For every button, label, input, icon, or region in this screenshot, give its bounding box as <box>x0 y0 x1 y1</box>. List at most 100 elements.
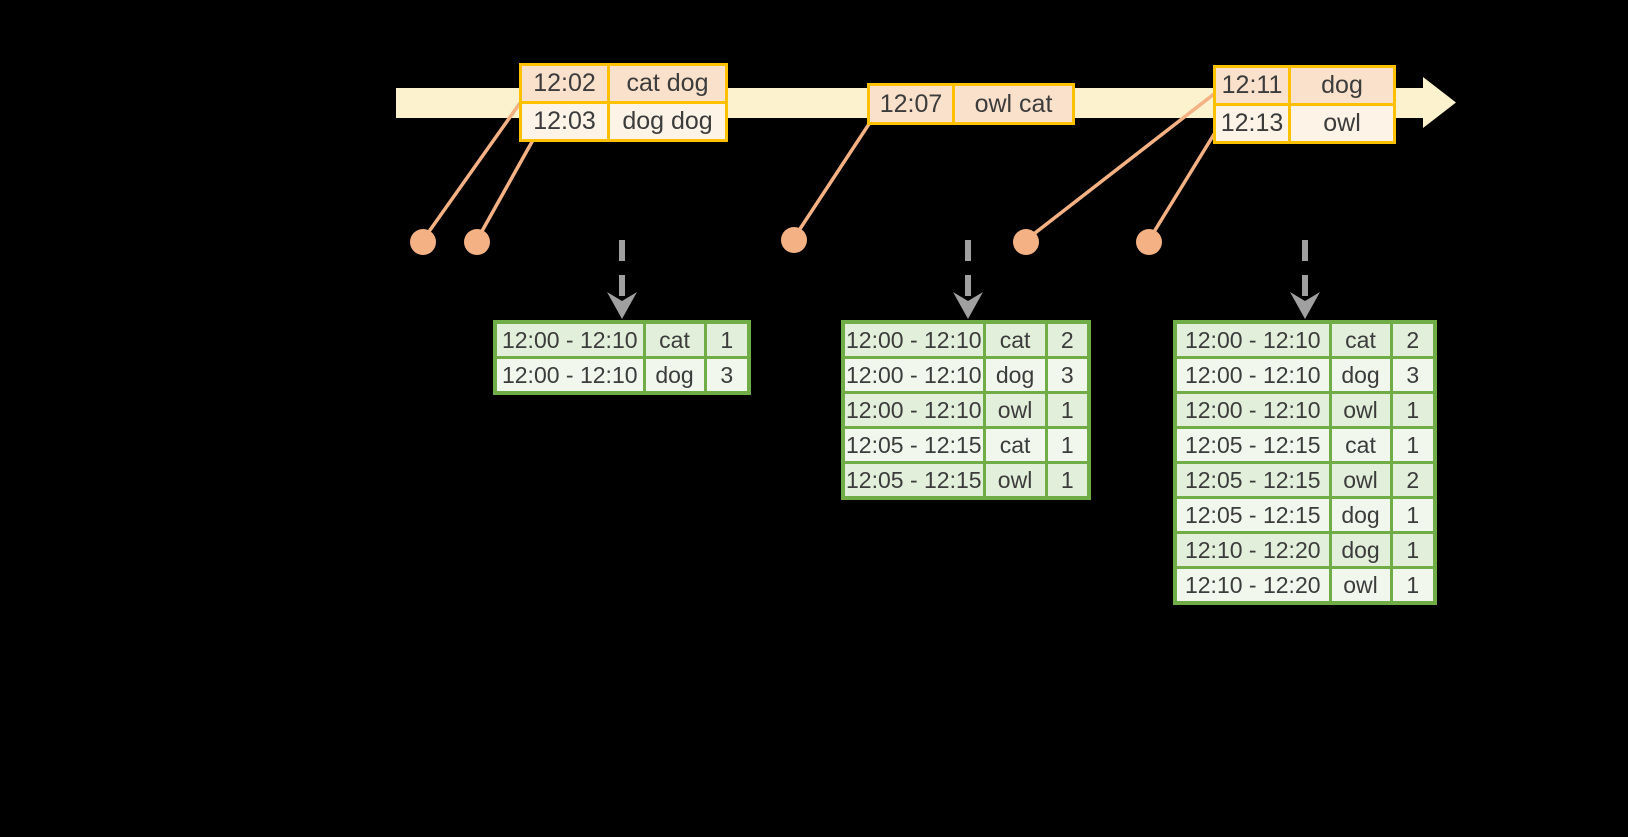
word-cell: cat <box>982 426 1048 464</box>
count-cell: 1 <box>1044 461 1091 500</box>
window-cell: 12:05 - 12:15 <box>1173 426 1332 464</box>
word-cell: owl <box>982 391 1048 429</box>
count-cell: 3 <box>1389 356 1437 394</box>
count-cell: 1 <box>1044 391 1091 429</box>
event-dots <box>410 227 1162 255</box>
count-cell: 3 <box>703 356 751 395</box>
count-cell: 3 <box>1044 356 1091 394</box>
count-cell: 1 <box>1389 391 1437 429</box>
window-cell: 12:00 - 12:10 <box>1173 391 1332 429</box>
trigger-arrows <box>607 240 1320 319</box>
trigger-arrow <box>953 240 983 319</box>
time-cell: 12:07 <box>867 83 955 125</box>
trigger-arrowhead-icon <box>1290 292 1320 319</box>
word-cell: dog <box>1328 531 1393 569</box>
window-cell: 12:00 - 12:10 <box>493 356 646 395</box>
time-cell: 12:11 <box>1213 65 1291 106</box>
count-cell: 2 <box>1389 320 1437 359</box>
word-cell: owl <box>1328 461 1393 499</box>
event-dot <box>410 229 436 255</box>
event-connectors <box>421 92 1218 242</box>
event-dot <box>781 227 807 253</box>
count-cell: 1 <box>1389 496 1437 534</box>
time-cell: 12:02 <box>519 63 610 104</box>
time-cell: 12:13 <box>1213 103 1291 144</box>
event-connector-line <box>1024 92 1216 242</box>
count-cell: 1 <box>1044 426 1091 464</box>
count-cell: 2 <box>1044 320 1091 359</box>
word-cell: dog <box>1328 496 1393 534</box>
count-cell: 1 <box>1389 426 1437 464</box>
count-cell: 1 <box>1389 566 1437 605</box>
event-connector-line <box>475 139 535 241</box>
window-cell: 12:05 - 12:15 <box>1173 496 1332 534</box>
word-cell: cat <box>642 320 707 359</box>
count-cell: 2 <box>1389 461 1437 499</box>
data-cell: cat dog <box>607 63 728 104</box>
timeline-arrowhead-icon <box>1423 77 1456 128</box>
time-cell: 12:03 <box>519 101 610 142</box>
word-cell: owl <box>1328 391 1393 429</box>
word-cell: dog <box>642 356 707 395</box>
trigger-arrowhead-icon <box>607 292 637 319</box>
count-cell: 1 <box>703 320 751 359</box>
trigger-arrow <box>1290 240 1320 319</box>
window-cell: 12:00 - 12:10 <box>493 320 646 359</box>
event-dot <box>464 229 490 255</box>
event-connector-line <box>1147 130 1218 241</box>
trigger-arrow <box>607 240 637 319</box>
word-cell: dog <box>982 356 1048 394</box>
event-connector-line <box>421 101 522 242</box>
word-cell: cat <box>1328 426 1393 464</box>
event-connector-line <box>792 123 871 239</box>
window-cell: 12:05 - 12:15 <box>841 461 986 500</box>
data-cell: owl cat <box>952 83 1075 125</box>
window-cell: 12:00 - 12:10 <box>841 320 986 359</box>
word-cell: cat <box>1328 320 1393 359</box>
word-cell: dog <box>1328 356 1393 394</box>
data-cell: dog <box>1288 65 1396 106</box>
data-cell: dog dog <box>607 101 728 142</box>
count-cell: 1 <box>1389 531 1437 569</box>
trigger-arrowhead-icon <box>953 292 983 319</box>
event-dot <box>1136 229 1162 255</box>
word-cell: cat <box>982 320 1048 359</box>
word-cell: owl <box>1328 566 1393 605</box>
window-cell: 12:10 - 12:20 <box>1173 566 1332 605</box>
window-cell: 12:00 - 12:10 <box>841 356 986 394</box>
window-cell: 12:05 - 12:15 <box>841 426 986 464</box>
data-cell: owl <box>1288 103 1396 144</box>
